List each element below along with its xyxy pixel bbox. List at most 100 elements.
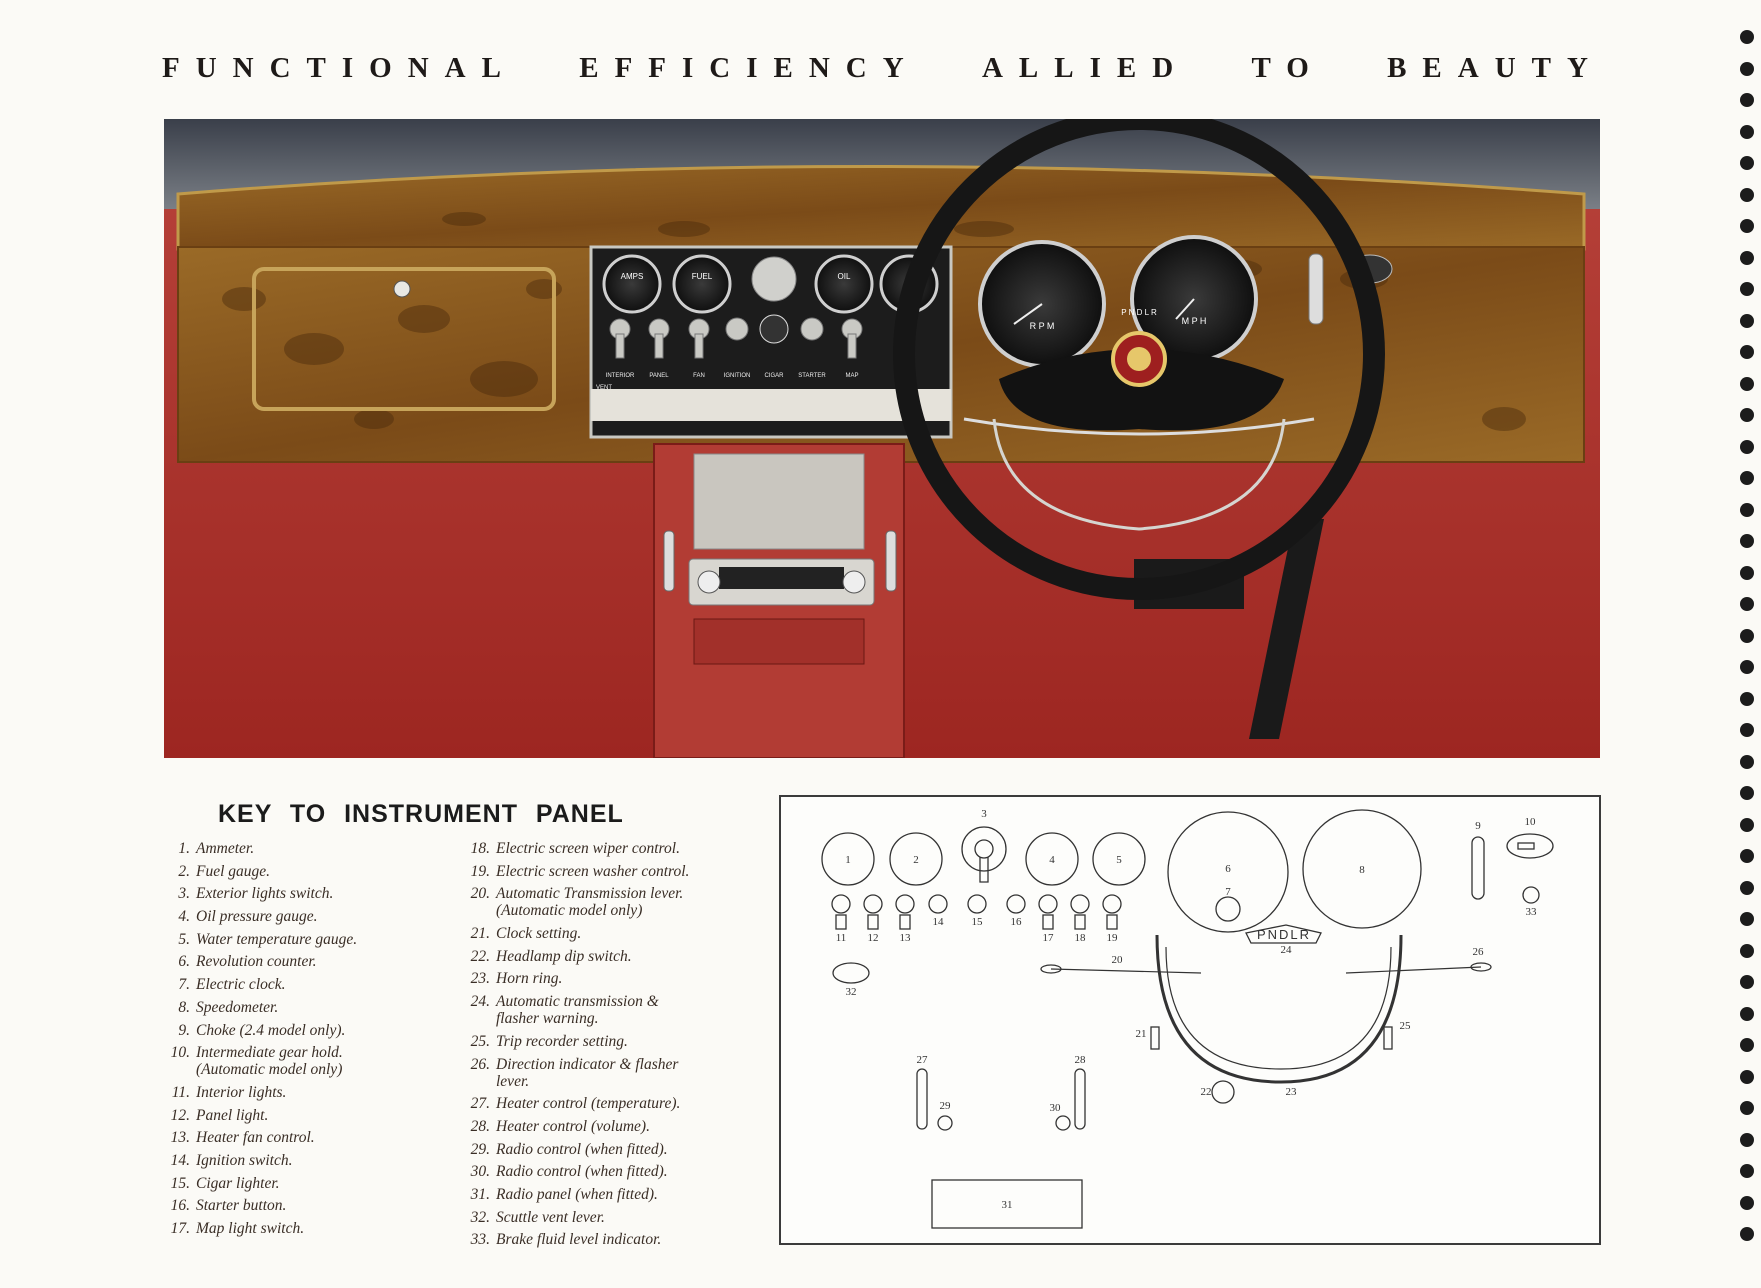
svg-text:14: 14 [933,916,945,928]
key-item: 16.Starter button. [170,1197,287,1215]
accelerator-pedal [1249,519,1324,739]
binding-ring [1740,943,1754,958]
binding-ring [1740,912,1754,926]
diagram-callouts: 1 2 3 4 5 6 7 8 9 10 11 12 13 14 15 16 1… [836,808,1537,1211]
binding-ring [1740,156,1754,170]
svg-text:15: 15 [972,916,984,928]
svg-text:22: 22 [1201,1086,1212,1098]
binding-ring [1740,439,1754,454]
svg-text:1: 1 [845,854,851,866]
binding-ring [1740,250,1754,265]
radio-speaker-panel [693,453,865,550]
key-item: 29.Radio control (when fitted). [470,1140,668,1158]
diagram-gear-label: PNDLR [1257,927,1311,942]
key-list-left: 1.Ammeter. 2.Fuel gauge. 3.Exterior ligh… [160,840,450,1243]
fuel-label: FUEL [692,272,713,281]
mph-label: M P H [1182,316,1207,326]
switch-label: MAP [845,373,858,379]
svg-text:28: 28 [1075,1054,1087,1066]
switch-labels: INTERIOR PANEL FAN IGNITION CIGAR STARTE… [596,373,859,391]
binding-ring [1740,628,1754,643]
wood-top-rail [176,165,1586,251]
binding-ring [1740,975,1754,989]
radio-dial [719,567,844,589]
svg-text:33: 33 [1526,906,1538,918]
svg-text:29: 29 [940,1100,952,1112]
key-item: 7.Electric clock. [178,976,286,994]
binding-ring [1740,597,1754,611]
binding-ring [1740,345,1754,359]
svg-text:24: 24 [1281,944,1293,956]
key-item: 2.Fuel gauge. [178,862,271,880]
key-item: 27.Heater control (temperature). [470,1095,681,1113]
switch-label: STARTER [798,373,826,379]
key-item: 15.Cigar lighter. [170,1174,280,1192]
key-item: 9.Choke (2.4 model only). [178,1021,346,1039]
glovebox-lock [393,280,411,298]
key-item: 17.Map light switch. [170,1220,305,1237]
svg-text:19: 19 [1107,932,1119,944]
key-item: 10.Intermediate gear hold. (Automatic mo… [170,1044,343,1079]
binding-ring [1740,1069,1754,1084]
binding-ring [1740,1195,1754,1210]
key-item: 32.Scuttle vent lever. [470,1208,605,1226]
dashboard-illustration: AMPS FUEL OIL INTERIOR PANEL FAN IGNITIO… [164,119,1600,758]
binding-ring [1740,282,1754,296]
binding-ring [1740,849,1754,863]
binding-ring [1740,754,1754,769]
glovebox [252,267,556,411]
svg-text:18: 18 [1075,932,1087,944]
binding-ring [1740,1101,1754,1115]
key-list-right: 18.Electric screen wiper control. 19.Ele… [460,840,740,1254]
binding-ring [1740,1038,1754,1052]
svg-text:8: 8 [1359,864,1365,876]
gear-indicator-label: P N D L R [1121,308,1157,317]
switch-label: FAN [693,373,705,379]
binding-ring [1740,786,1754,800]
key-item: 1.Ammeter. [178,840,255,857]
binding-ring [1740,219,1754,233]
key-item: 26.Direction indicator & flasher lever. [470,1055,679,1090]
parcel-tray [591,389,951,421]
svg-text:21: 21 [1136,1028,1147,1040]
title-word: EFFICIENCY [579,52,920,84]
heater-lever-right [885,530,897,592]
svg-text:2: 2 [913,854,919,866]
binding-ring [1740,187,1754,202]
svg-text:27: 27 [917,1054,929,1066]
key-item: 20.Automatic Transmission lever. (Automa… [470,885,684,920]
vent-label: VENT [596,385,612,391]
title-word: TO [1251,52,1325,84]
diagram-svg: 1 2 3 4 5 6 7 8 9 10 11 12 13 14 15 16 1… [821,808,1554,1229]
key-title: KEY TO INSTRUMENT PANEL [218,800,624,828]
svg-text:11: 11 [836,932,847,944]
binding-ring [1740,723,1754,737]
switch-label: PANEL [649,373,669,379]
svg-text:10: 10 [1525,816,1537,828]
binding-ring [1740,660,1754,674]
binding-ring [1740,691,1754,706]
key-item: 6.Revolution counter. [178,953,317,971]
title-word: BEAUTY [1387,52,1604,84]
small-gauges: AMPS FUEL OIL [602,254,939,314]
page-title: FUNCTIONAL EFFICIENCY ALLIED TO BEAUTY [162,52,1604,85]
key-item: 33.Brake fluid level indicator. [470,1231,662,1249]
binding-ring [1740,93,1754,107]
key-item: 25.Trip recorder setting. [470,1032,628,1050]
svg-text:9: 9 [1475,820,1481,832]
svg-text:32: 32 [846,986,857,998]
svg-text:20: 20 [1112,954,1124,966]
key-item: 3.Exterior lights switch. [178,885,334,903]
console-ashtray [693,618,865,665]
key-item: 11.Interior lights. [171,1083,287,1101]
diagram-shapes [821,809,1554,1229]
key-item: 4.Oil pressure gauge. [178,908,318,926]
svg-text:30: 30 [1050,1102,1062,1114]
key-item: 21.Clock setting. [470,925,582,943]
binding-ring [1740,61,1754,76]
key-item: 23.Horn ring. [470,970,563,988]
key-item: 28.Heater control (volume). [470,1117,650,1135]
key-item: 5.Water temperature gauge. [178,930,358,948]
key-item: 24.Automatic transmission & flasher warn… [470,993,659,1028]
svg-text:17: 17 [1043,932,1055,944]
